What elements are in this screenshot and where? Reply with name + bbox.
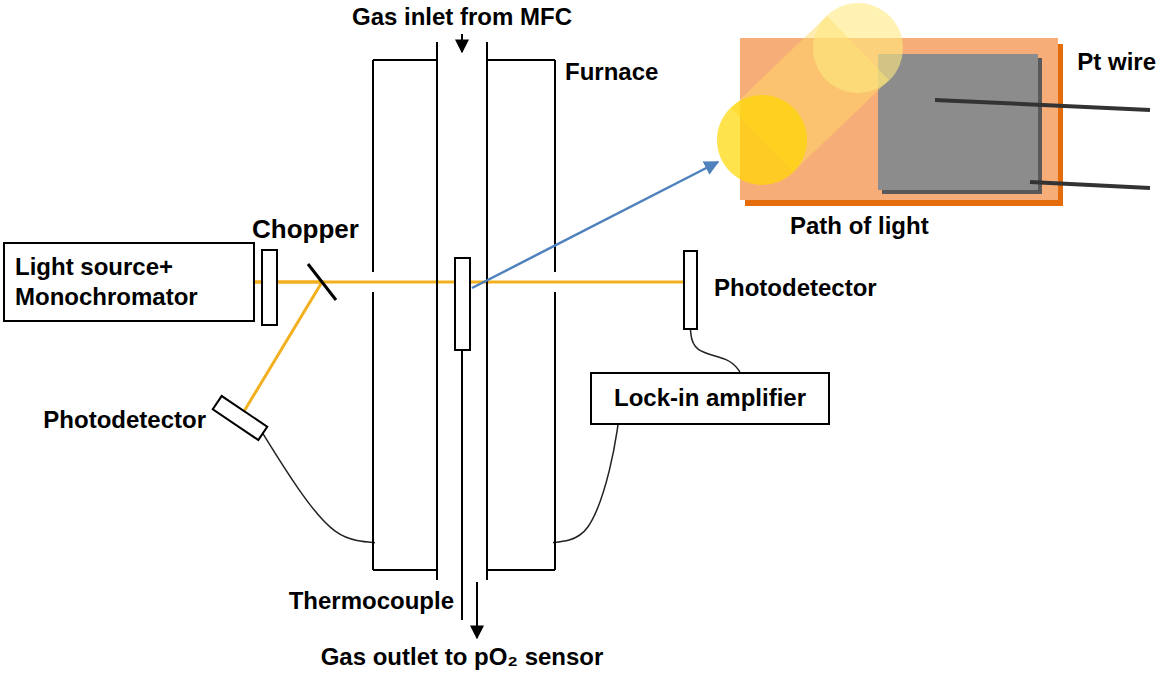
node-text: Lock-in amplifier	[614, 384, 806, 413]
furnace-label: Furnace	[565, 58, 658, 87]
wire-cover	[375, 535, 553, 555]
light-source-box: Light source+ Monochromator	[3, 242, 255, 322]
sample	[455, 258, 470, 350]
gas-outlet-arrow	[476, 582, 478, 638]
gas-inlet-label: Gas inlet from MFC	[352, 3, 572, 32]
photodetector: Photodetector	[210, 394, 270, 442]
pt-wire	[935, 100, 1150, 110]
chopper	[262, 250, 277, 325]
thermocouple-label: Thermocouple	[289, 587, 454, 616]
gas-outlet-label: Gas outlet to pO₂ sensor	[321, 643, 604, 672]
pt-wire-label: Pt wire	[1077, 48, 1156, 77]
signal-wire	[263, 425, 618, 545]
electrode	[878, 54, 1038, 190]
gas-inlet-arrow	[461, 34, 463, 52]
pt-wire	[1030, 182, 1150, 188]
signal-wire	[691, 330, 741, 372]
lock-in-amplifier-box: Lock-in amplifier	[590, 372, 830, 425]
chopper-label: Chopper	[252, 214, 359, 245]
light-spot	[813, 3, 903, 93]
node-text: Photodetector	[43, 406, 206, 435]
thermocouple-wire	[461, 350, 463, 620]
reflected-beam	[244, 282, 322, 411]
detector-rect	[213, 396, 268, 440]
furnace-outline	[373, 60, 555, 570]
node-text: Light source+ Monochromator	[15, 252, 243, 312]
light-path-label: Path of light	[790, 212, 929, 241]
zoom-arrow	[472, 162, 718, 288]
photodetector: Photodetector	[683, 250, 698, 330]
light-spot	[717, 95, 807, 185]
detector-outline	[210, 394, 270, 442]
node-text: Photodetector	[714, 274, 877, 303]
beam-splitter	[308, 264, 336, 300]
